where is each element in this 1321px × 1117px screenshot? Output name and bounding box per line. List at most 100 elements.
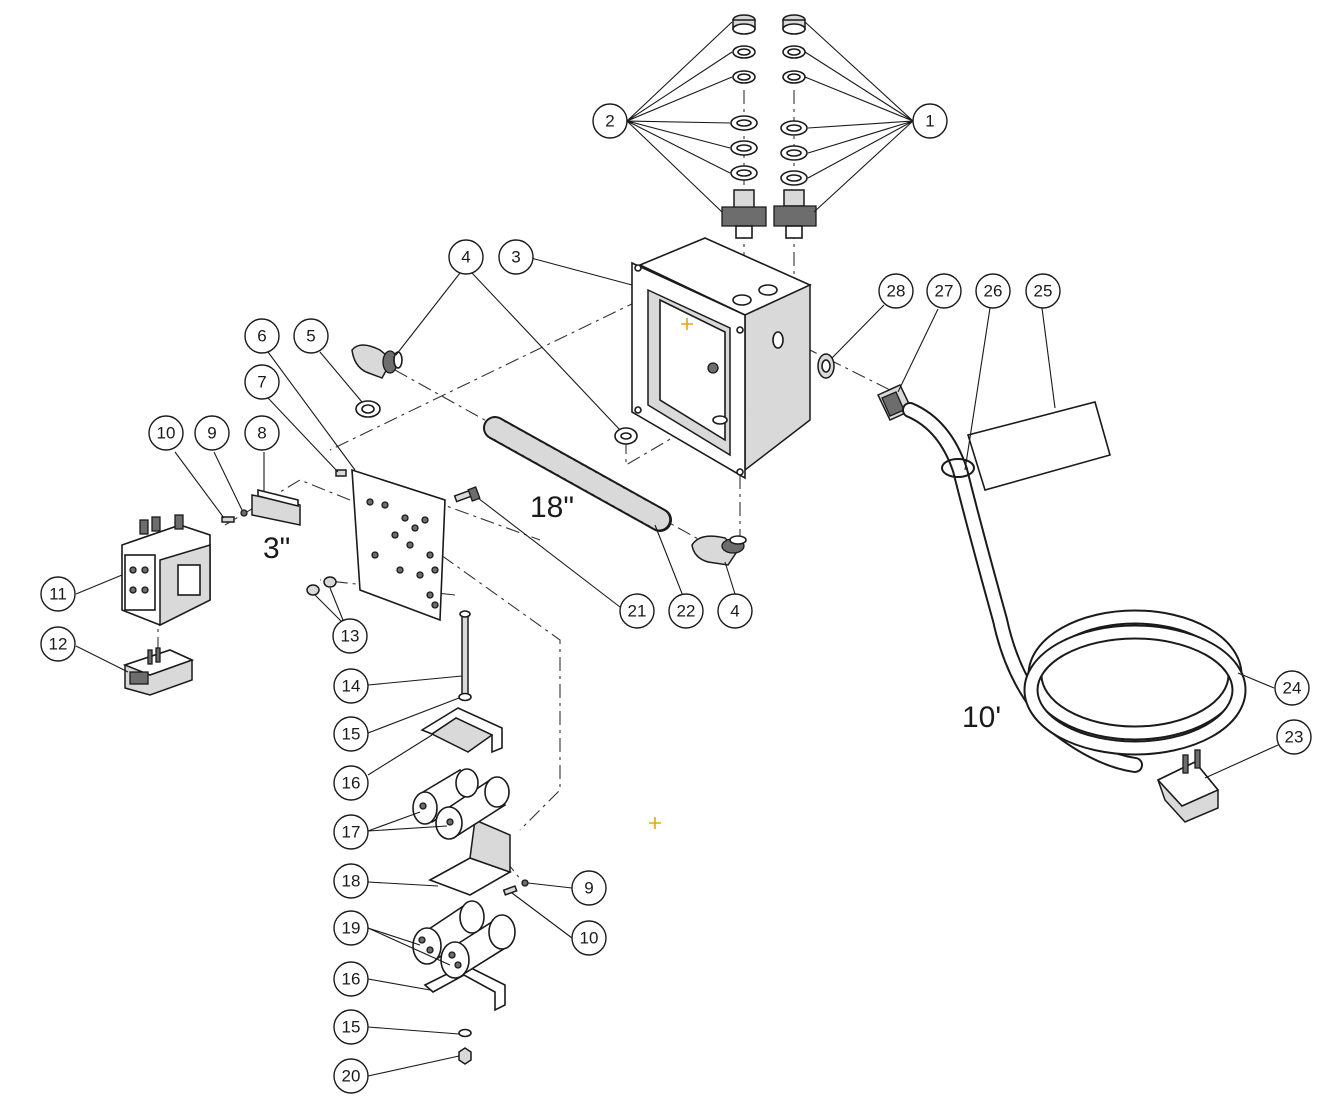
washer-15-top xyxy=(458,692,472,702)
callout-16-top: 16 xyxy=(333,765,369,801)
callout-2: 2 xyxy=(592,103,628,139)
callout-25: 25 xyxy=(1025,273,1061,309)
svg-text:17: 17 xyxy=(342,823,361,842)
locknut-4-mid xyxy=(614,427,638,445)
bracket-16-bottom xyxy=(423,964,506,1012)
callout-26: 26 xyxy=(975,273,1011,309)
callout-28: 28 xyxy=(878,273,914,309)
locknut-28 xyxy=(817,353,835,379)
power-cord xyxy=(902,402,1247,773)
svg-text:12: 12 xyxy=(49,635,68,654)
svg-text:9: 9 xyxy=(584,879,593,898)
svg-text:16: 16 xyxy=(342,774,361,793)
callout-4-bottom: 4 xyxy=(717,593,753,629)
svg-text:22: 22 xyxy=(677,602,696,621)
svg-text:10: 10 xyxy=(580,929,599,948)
nut-20 xyxy=(458,1047,472,1065)
svg-text:4: 4 xyxy=(730,602,739,621)
leader-lines xyxy=(75,21,1279,1077)
svg-text:2: 2 xyxy=(605,112,614,131)
overload-relay xyxy=(122,647,195,696)
callout-10-left: 10 xyxy=(148,415,184,451)
callout-12: 12 xyxy=(40,626,76,662)
svg-text:3: 3 xyxy=(511,248,520,267)
fitting-stack-right xyxy=(773,14,817,239)
callout-16-bottom: 16 xyxy=(333,961,369,997)
callout-20: 20 xyxy=(333,1058,369,1094)
callout-6: 6 xyxy=(244,318,280,354)
callout-5: 5 xyxy=(293,318,329,354)
svg-text:11: 11 xyxy=(49,585,67,604)
svg-text:5: 5 xyxy=(306,327,315,346)
svg-text:9: 9 xyxy=(207,424,216,443)
callout-9-left: 9 xyxy=(194,415,230,451)
svg-text:7: 7 xyxy=(257,373,266,392)
callout-23: 23 xyxy=(1276,719,1312,755)
svg-text:19: 19 xyxy=(342,919,361,938)
callout-8: 8 xyxy=(244,415,280,451)
flex-conduit xyxy=(483,416,672,532)
cord-tag xyxy=(941,401,1111,491)
svg-text:8: 8 xyxy=(257,424,266,443)
capacitors-17 xyxy=(412,768,510,840)
conduit-length-label: 18" xyxy=(530,491,574,524)
threaded-stud xyxy=(459,610,471,698)
marker-plus-bottom xyxy=(649,817,661,829)
plug xyxy=(1156,749,1220,823)
callout-19: 19 xyxy=(333,910,369,946)
callout-7: 7 xyxy=(244,364,280,400)
bracket-18 xyxy=(428,818,512,896)
bracket-16-top xyxy=(420,707,503,754)
callout-11: 11 xyxy=(40,576,76,612)
svg-text:6: 6 xyxy=(257,327,266,346)
callout-1: 1 xyxy=(912,103,948,139)
contactor xyxy=(121,514,211,627)
elbow-fitting-upper xyxy=(351,344,403,379)
callout-27: 27 xyxy=(926,273,962,309)
nuts-13 xyxy=(306,576,337,596)
screw-10-right xyxy=(502,885,518,896)
screw-9-right xyxy=(521,879,529,887)
callout-10-right: 10 xyxy=(571,920,607,956)
callout-4-top: 4 xyxy=(448,239,484,275)
svg-text:25: 25 xyxy=(1034,282,1053,301)
svg-text:18: 18 xyxy=(342,872,361,891)
callout-3: 3 xyxy=(498,239,534,275)
enclosure-box xyxy=(631,237,812,480)
callout-22: 22 xyxy=(668,593,704,629)
svg-text:15: 15 xyxy=(342,725,361,744)
callout-15-top: 15 xyxy=(333,716,369,752)
svg-text:4: 4 xyxy=(461,248,470,267)
callout-18: 18 xyxy=(333,863,369,899)
svg-text:24: 24 xyxy=(1283,679,1302,698)
svg-text:26: 26 xyxy=(984,282,1003,301)
callout-15-bottom: 15 xyxy=(333,1009,369,1045)
callout-24: 24 xyxy=(1274,670,1310,706)
locknut-5 xyxy=(355,400,381,418)
rail-length-label: 3" xyxy=(263,532,290,565)
screw-21 xyxy=(453,486,481,503)
washer-15-bottom xyxy=(458,1028,472,1038)
callout-13: 13 xyxy=(332,618,368,654)
elbow-fitting-lower xyxy=(691,535,747,566)
callout-17: 17 xyxy=(333,814,369,850)
cord-length-label: 10' xyxy=(962,701,1001,734)
svg-text:28: 28 xyxy=(887,282,906,301)
marker-plus-top xyxy=(681,318,693,330)
svg-text:27: 27 xyxy=(935,282,954,301)
screw-7 xyxy=(335,469,347,477)
din-rail xyxy=(221,488,301,526)
svg-text:16: 16 xyxy=(342,970,361,989)
svg-text:13: 13 xyxy=(341,627,360,646)
capacitors-19 xyxy=(412,900,516,979)
callout-21: 21 xyxy=(619,593,655,629)
svg-text:15: 15 xyxy=(342,1018,361,1037)
svg-text:14: 14 xyxy=(342,677,361,696)
svg-text:10: 10 xyxy=(157,424,176,443)
svg-text:20: 20 xyxy=(342,1067,361,1086)
svg-text:23: 23 xyxy=(1285,728,1304,747)
svg-text:21: 21 xyxy=(628,602,647,621)
callout-9-right: 9 xyxy=(571,870,607,906)
svg-text:1: 1 xyxy=(925,112,934,131)
